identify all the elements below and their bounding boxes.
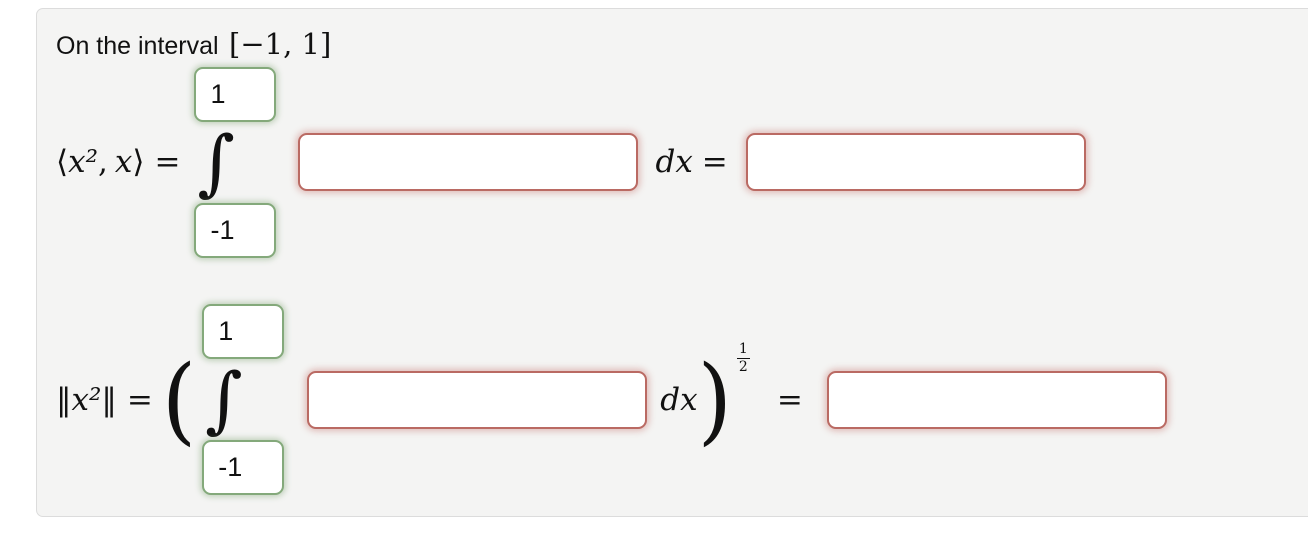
equation-1-lhs: ⟨x²,x⟩= [56,144,180,180]
close-paren: ) [697,343,732,455]
equation-1: ⟨x²,x⟩= ∫ dx = [56,66,1086,258]
differential-dx-2: dx [660,381,698,418]
equals-sign-result-1: = [701,144,728,180]
question-panel: On the interval [−1, 1] ⟨x²,x⟩= ∫ dx = ‖… [36,8,1308,517]
lower-limit-input-2[interactable] [202,440,285,495]
exponent-denominator: 2 [738,359,748,375]
exponent-one-half: 1 2 [736,341,750,375]
differential-dx-1: dx [655,144,693,180]
equation-2: ‖x²‖= ( ∫ dx ) 1 2 = [56,302,1167,497]
equals-sign-result-2: = [776,381,803,418]
interval-statement-text: On the interval [56,32,219,60]
lower-limit-input-1[interactable] [194,202,277,258]
equals-sign: = [126,381,153,418]
interval-statement: On the interval [−1, 1] [56,27,331,61]
inner-product-arg1: x² [68,144,99,180]
exponent-numerator: 1 [736,341,750,359]
interval-range: [−1, 1] [229,27,332,61]
open-paren: ( [161,343,197,455]
integral-sign-2: ∫ [205,357,243,441]
equation-2-lhs: ‖x²‖= [56,382,153,418]
comma: , [98,144,108,180]
integrand-input-1[interactable] [298,133,639,191]
upper-limit-input-1[interactable] [194,66,277,122]
integral-2: ∫ [202,304,285,495]
norm-bar-close: ‖ [101,381,117,418]
norm-arg: x² [71,381,102,418]
norm-bar-open: ‖ [56,381,72,418]
result-input-2[interactable] [826,370,1167,429]
equals-sign: = [154,144,181,180]
angle-bracket-close: ⟩ [132,144,145,180]
angle-bracket-open: ⟨ [56,144,69,180]
integral-1: ∫ [194,66,277,258]
integrand-input-2[interactable] [307,370,648,429]
result-input-1[interactable] [745,133,1086,191]
integral-sign-1: ∫ [197,119,235,204]
upper-limit-input-2[interactable] [202,304,285,359]
inner-product-arg2: x [114,144,133,180]
